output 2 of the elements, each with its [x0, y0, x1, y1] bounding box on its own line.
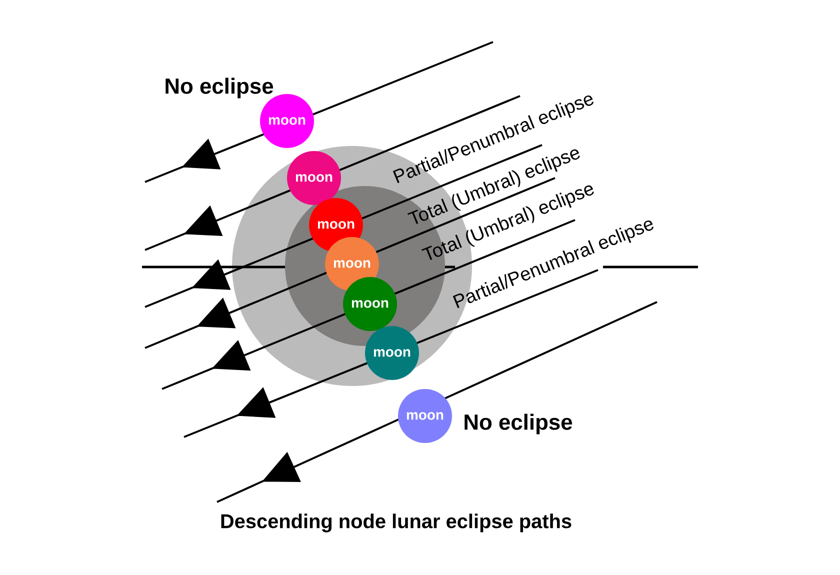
- caption: Descending node lunar eclipse paths: [221, 514, 572, 532]
- eclipse-label: No eclipse: [464, 414, 572, 434]
